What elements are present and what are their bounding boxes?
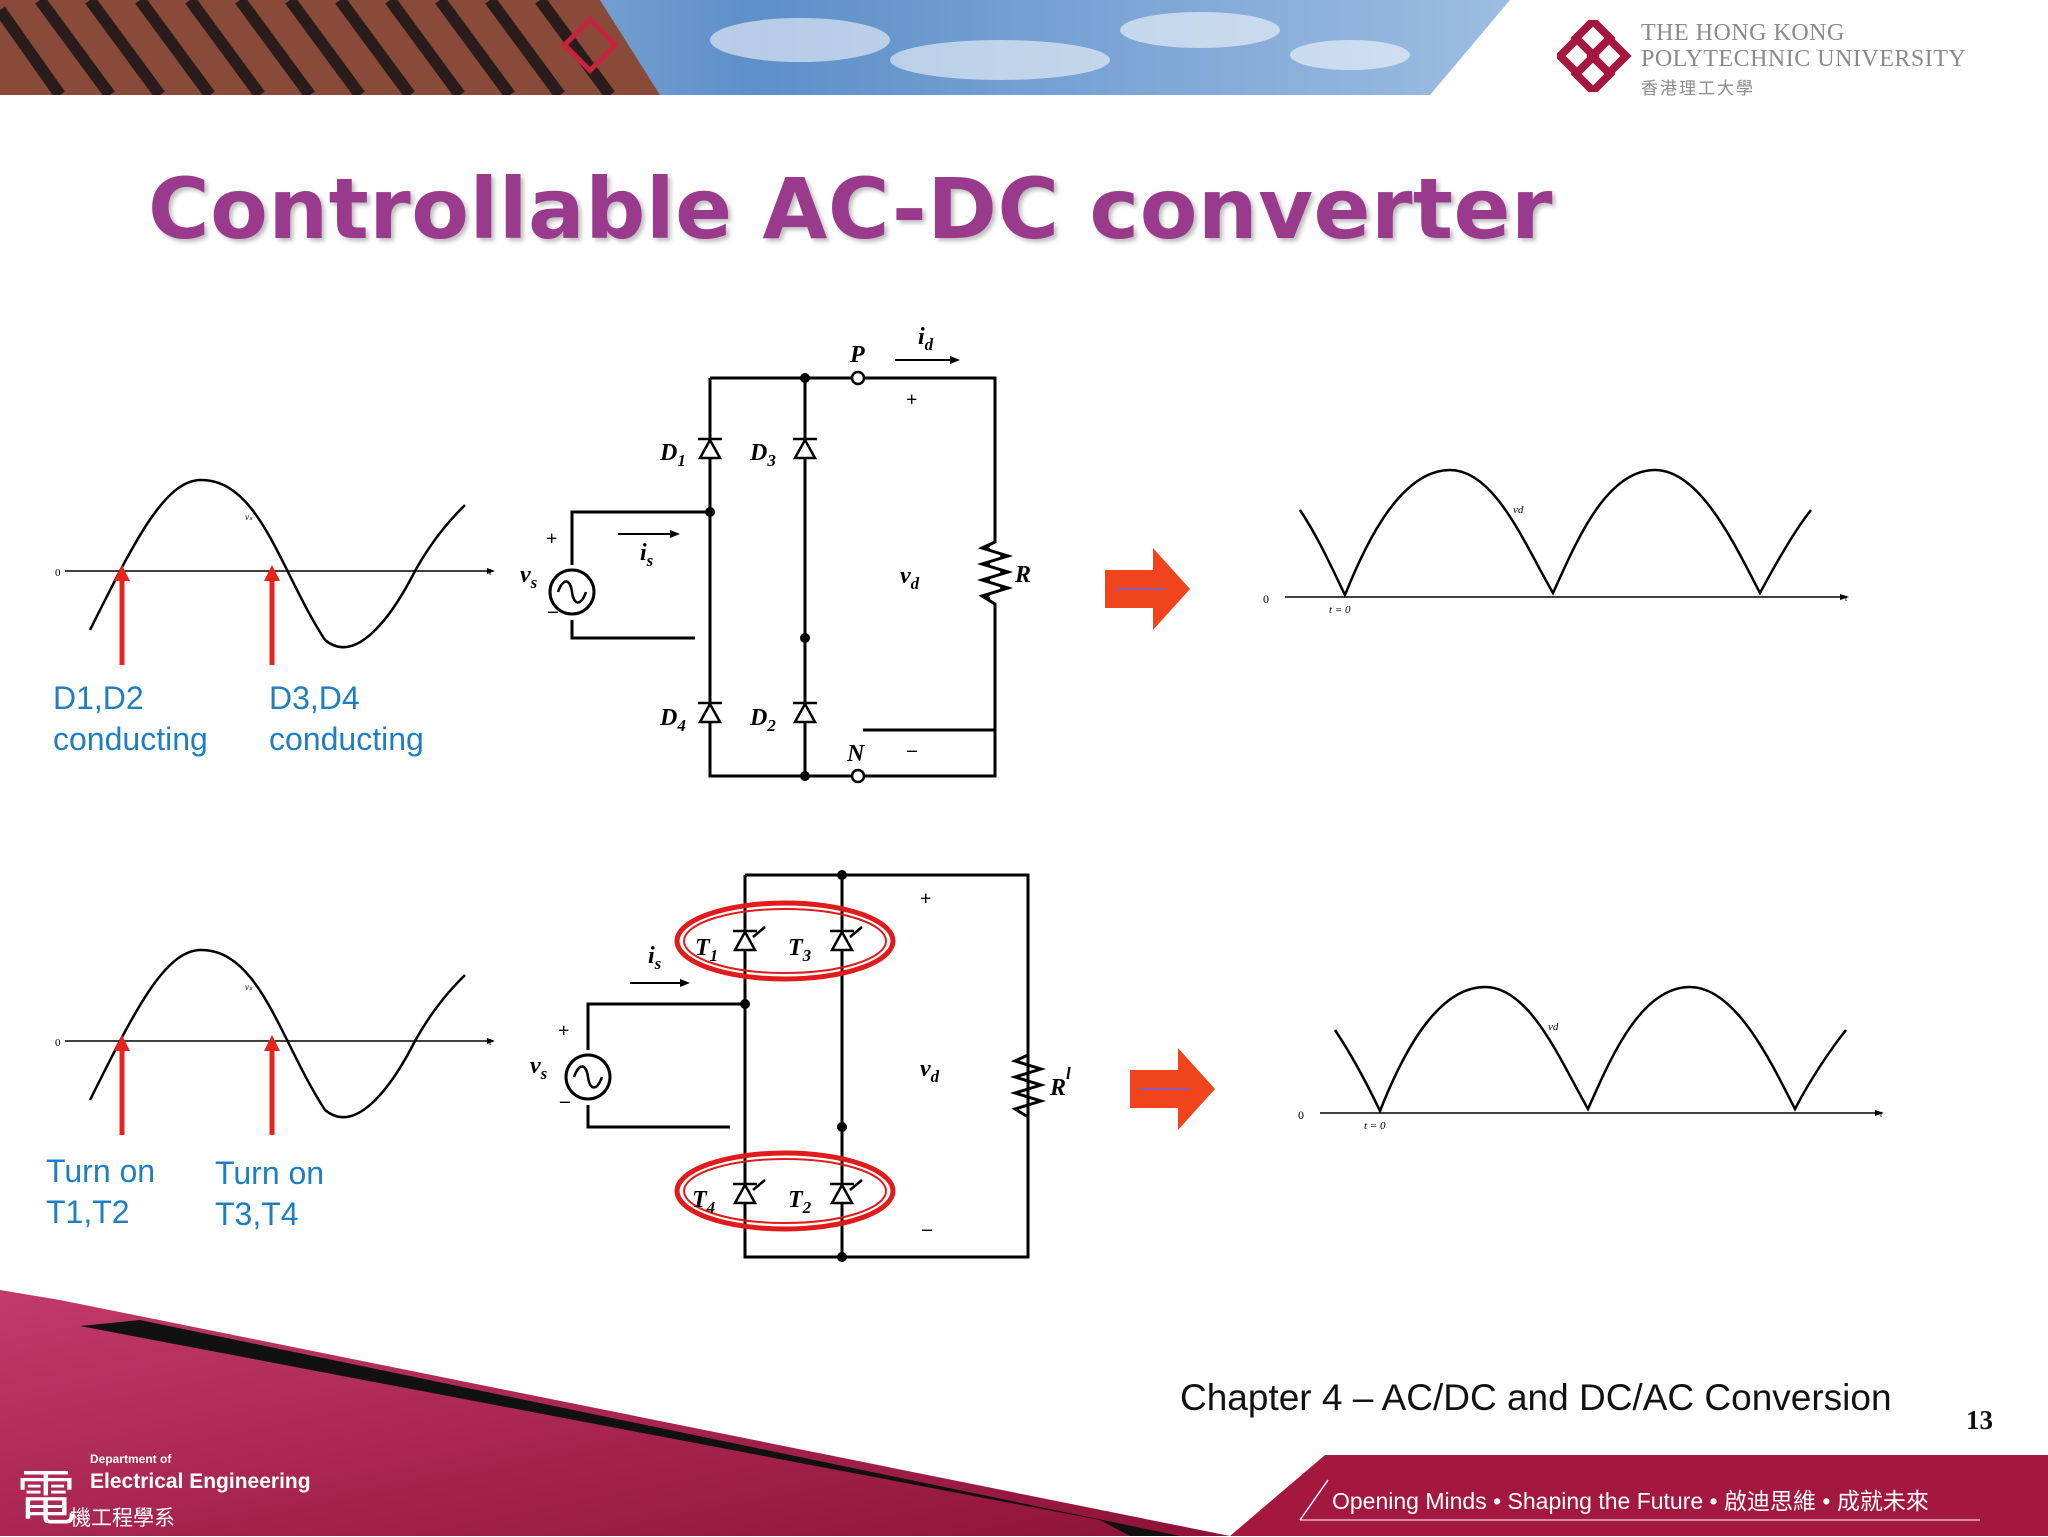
page-number: 13 [1966,1405,1993,1435]
dept-name: Electrical Engineering [90,1470,311,1493]
thyristor-symbols [732,926,863,1205]
diode-bridge-circuit: P N id is vs vd R D1 D3 D4 D2 + – + – [520,324,1031,784]
header-banner-image [0,0,1510,95]
university-name: THE HONG KONG POLYTECHNIC UNIVERSITY [1641,20,1967,72]
svg-text:t: t [1845,593,1848,603]
svg-text:Rl: Rl [1049,1064,1071,1101]
bottom-output-waveform: 0 t = 0 t vd [1298,985,1884,1132]
footer-decoration [0,1290,2048,1536]
polyu-logo-icon [1557,20,1632,92]
svg-text:t: t [1880,1109,1883,1119]
diode-symbols [697,437,818,724]
dept-logo-glyph: 電 [16,1464,76,1534]
vs-sine-curve [88,478,466,649]
top-output-waveform: 0 t = 0 t vd [1263,468,1849,616]
result-arrow-bottom [1130,1048,1215,1130]
dept-name-cn: 機工程學系 [70,1507,175,1530]
zero-label: 0 [55,567,61,579]
svg-text:vd: vd [1513,504,1524,516]
svg-text:P: P [849,342,865,368]
caption-d1d2: D1,D2 conducting [53,680,208,757]
svg-text:t = 0: t = 0 [1364,1120,1386,1132]
highlight-t4t2 [674,1150,896,1232]
vd-rectified-curve [1298,468,1812,599]
university-motto: Opening Minds • Shaping the Future • 啟迪思… [1332,1488,1929,1514]
caption-t3t4: Turn on T3,T4 [215,1155,325,1232]
arrow-t1t2 [114,1035,130,1135]
svg-text:id: id [918,324,934,354]
svg-text:R: R [1014,562,1031,588]
svg-text:D2: D2 [749,705,776,735]
top-input-waveform: 0 t vₛ [55,478,495,649]
vs-sine-curve [88,948,466,1119]
slide-title: Controllable AC-DC converter [148,160,1553,258]
t-label: t [489,567,492,578]
svg-text:D3: D3 [749,440,776,470]
svg-text:0: 0 [1263,592,1269,606]
svg-text:+: + [558,1020,569,1042]
dept-of: Department of [90,1452,172,1466]
svg-text:N: N [846,741,866,767]
svg-text:vd: vd [920,1056,940,1086]
svg-text:T1: T1 [695,935,718,965]
caption-t1t2: Turn on T1,T2 [46,1153,156,1230]
thyristor-bridge-circuit: T1 T3 T4 T2 is vs vd Rl + – + – [530,870,1071,1262]
svg-text:D4: D4 [659,705,686,735]
svg-text:vₛ: vₛ [245,982,253,992]
header-banner [0,0,2048,95]
svg-text:vd: vd [900,563,920,593]
svg-text:+: + [920,888,931,910]
svg-text:t: t [489,1037,492,1048]
bottom-input-waveform: 0 t vₛ [55,948,495,1119]
result-arrow-top [1105,548,1190,630]
resistor-icon [1009,1045,1047,1127]
arrow-d1d2 [114,565,130,665]
svg-text:T2: T2 [788,1187,812,1217]
svg-text:T3: T3 [788,935,812,965]
university-name-cn: 香港理工大學 [1641,79,1755,99]
svg-text:+: + [546,528,557,550]
svg-text:–: – [906,739,918,761]
vs-label: vₛ [245,512,253,522]
svg-text:0: 0 [1298,1108,1304,1122]
university-logo: THE HONG KONG POLYTECHNIC UNIVERSITY 香港理… [1555,14,2015,99]
svg-text:t = 0: t = 0 [1329,604,1351,616]
svg-text:vd: vd [1548,1021,1559,1033]
svg-text:–: – [921,1218,933,1240]
svg-text:–: – [547,600,559,622]
svg-text:–: – [559,1090,571,1112]
arrow-t3t4 [264,1035,280,1135]
highlight-t1t3 [674,900,896,982]
svg-text:vs: vs [520,562,538,592]
polyu-building-logo [561,16,619,74]
svg-text:T4: T4 [692,1187,715,1217]
caption-d3d4: D3,D4 conducting [269,680,424,757]
svg-text:is: is [648,943,662,973]
svg-text:0: 0 [55,1037,61,1049]
svg-text:is: is [640,540,654,570]
vd-rectified-curve [1333,985,1847,1115]
chapter-title: Chapter 4 – AC/DC and DC/AC Conversion [1180,1377,1892,1418]
svg-text:D1: D1 [659,440,686,470]
svg-text:vs: vs [530,1053,548,1083]
arrow-d3d4 [264,565,280,665]
svg-text:+: + [906,389,917,411]
